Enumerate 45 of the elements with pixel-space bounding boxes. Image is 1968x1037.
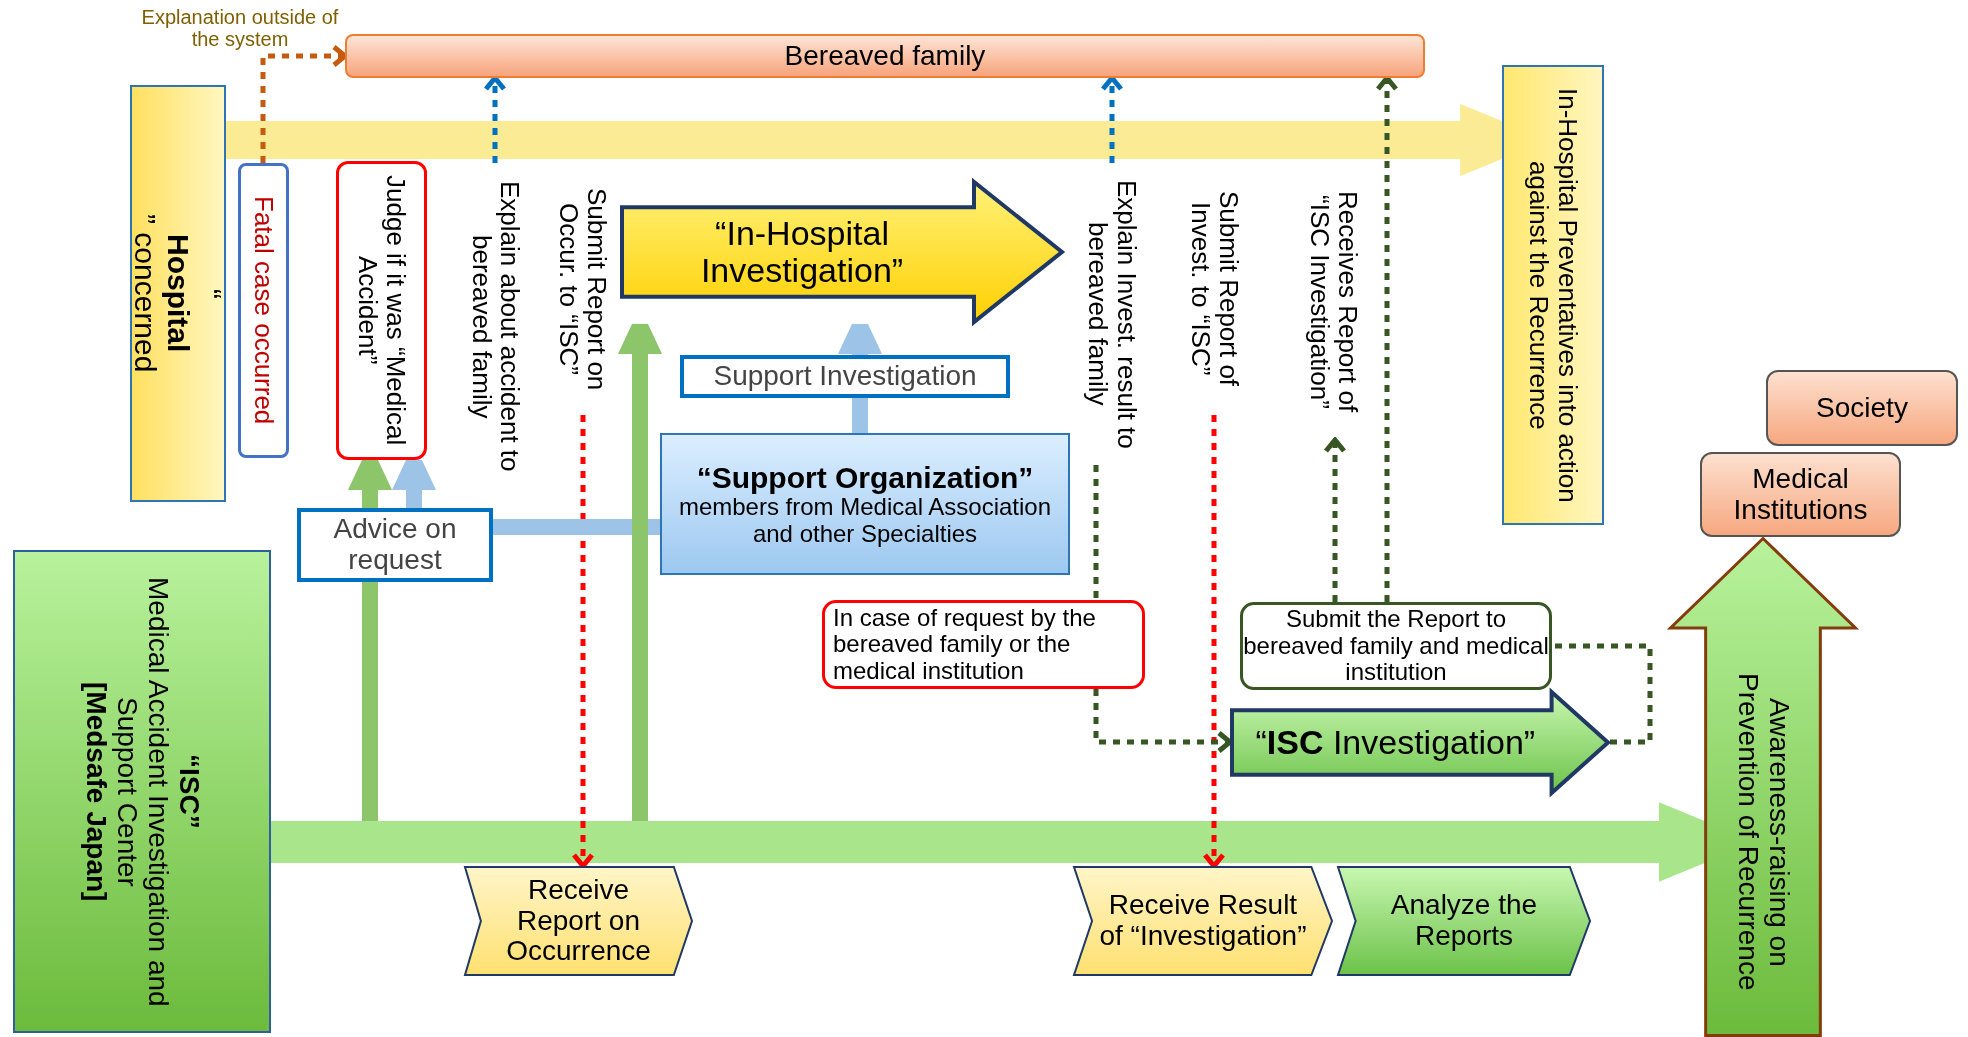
stakeholder-box: Medical Institutions: [1700, 452, 1901, 537]
dotted-arrow: [1100, 75, 1124, 163]
node-text: Medical Accident Investigation and Support Center: [112, 575, 173, 1009]
event-text: Submit Report of Invest. to “ISC”: [1180, 163, 1249, 415]
organization-box: [660, 433, 1070, 575]
chevron-step: [1337, 866, 1591, 976]
node-text: “In-Hospital Investigation”: [699, 214, 905, 290]
note-text: Explanation outside of the system: [140, 6, 340, 50]
dotted-line: [1552, 643, 1653, 745]
stakeholder-box: Bereaved family: [345, 34, 1425, 78]
outcome-box: In-Hospital Preventatives into action against the Recurrence: [1502, 65, 1604, 525]
node-text: [Medsafe Japan]: [80, 681, 112, 902]
dotted-arrow: [260, 44, 348, 163]
dotted-arrow: [1323, 437, 1347, 602]
edge-label: In case of request by the bereaved family or the medical institution: [822, 600, 1145, 690]
event-box: Fatal case occurred: [238, 163, 289, 458]
dotted-arrow: [1375, 75, 1399, 602]
dotted-arrow: [1093, 465, 1233, 754]
actor-box: [13, 550, 271, 1033]
event-text: Receives Report of “ISC Investigation”: [1299, 163, 1368, 440]
dotted-arrow: [1202, 415, 1226, 869]
process-banner: [1669, 537, 1857, 1037]
event-text: Submit Report on Occur. to “ISC”: [550, 163, 615, 415]
node-text: Receive Result of “Investigation”: [1098, 890, 1308, 952]
decision-box: Judge if it was “Medical Accident”: [336, 161, 427, 460]
node-text: “ISC Investigation”: [1255, 723, 1536, 762]
chevron-step: [464, 866, 693, 976]
process-banner: [620, 180, 1064, 324]
actor-box: “Hospital” concerned: [130, 85, 226, 502]
dotted-arrow: [571, 415, 595, 869]
chevron-step: [1073, 866, 1333, 976]
stakeholder-box: Society: [1766, 370, 1958, 446]
dotted-arrow: [483, 75, 507, 163]
node-title: “Support Organization”: [696, 461, 1034, 495]
event-text: Explain Invest. result to bereaved family: [1079, 163, 1145, 465]
process-box: Submit the Report to bereaved family and medical institution: [1240, 602, 1552, 690]
node-title: “ISC”: [172, 754, 204, 829]
process-banner: [1230, 690, 1610, 795]
edge-label: Advice on request: [297, 508, 493, 582]
node-text: Analyze the Reports: [1389, 890, 1539, 952]
event-text: Explain about accident to bereaved family: [464, 163, 527, 490]
node-text: members from Medical Association and other Specialties: [677, 494, 1053, 547]
node-text: Awareness-raising on Prevention of Recurrence: [1732, 672, 1794, 993]
edge-label: Support Investigation: [680, 355, 1010, 398]
node-text: Receive Report on Occurrence: [505, 874, 652, 968]
